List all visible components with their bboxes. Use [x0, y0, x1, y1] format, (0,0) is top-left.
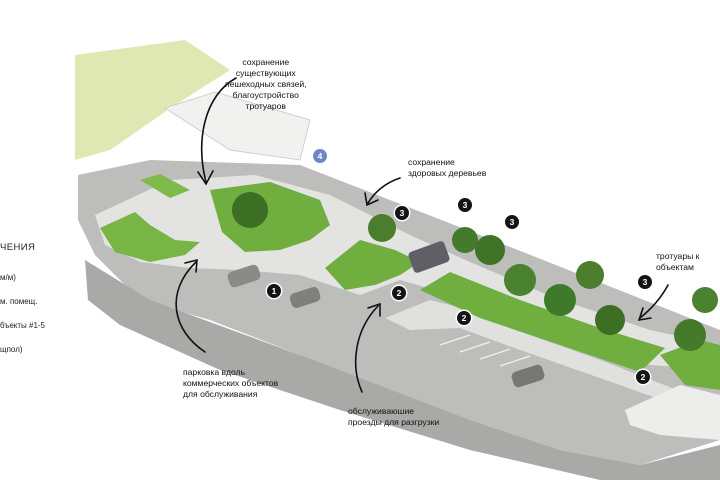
arrow-access — [639, 284, 669, 319]
callout-line: сохранение — [242, 57, 290, 67]
callout-arrows — [175, 77, 669, 393]
car — [227, 264, 261, 288]
marker-2: 2 — [392, 286, 406, 300]
tree — [232, 192, 268, 228]
corner-plaza — [625, 385, 720, 440]
vehicles — [227, 241, 545, 388]
legend-title: ЧЕНИЯ — [0, 242, 36, 253]
building-roof — [163, 91, 311, 161]
trees — [232, 192, 718, 351]
callout-sidewalks: сохранение существующих пешеходных связе… — [225, 57, 307, 112]
tree — [692, 287, 718, 313]
marker-1: 1 — [267, 284, 281, 298]
tree — [368, 214, 396, 242]
van — [408, 241, 450, 273]
callout-line: для обслуживания — [183, 389, 258, 399]
tree — [544, 284, 576, 316]
tree — [576, 261, 604, 289]
marker-4: 4 — [313, 149, 327, 163]
tree — [595, 305, 625, 335]
tree — [504, 264, 536, 296]
lawn-middle — [325, 240, 420, 290]
callout-line: сохранение — [408, 157, 455, 167]
arrow-access-head — [637, 307, 652, 322]
marker-2: 2 — [636, 370, 650, 384]
callout-service-roads: обслуживаюшие проезды для разгрузки — [348, 406, 439, 428]
tree — [475, 235, 505, 265]
callout-trees: сохранение здоровых деревьев — [408, 157, 486, 179]
park-area — [75, 40, 230, 160]
arrow-service — [355, 305, 379, 393]
callout-parking: парковка вдоль коммерческих объектов для… — [183, 367, 278, 400]
arrow-parking — [175, 261, 206, 353]
legend-item: щпол) — [0, 345, 23, 354]
lawn-east — [660, 340, 720, 390]
legend: ЧЕНИЯ м/м) м. помещ. бъекты #1-5 щпол) — [0, 0, 80, 480]
sidewalk-lower — [385, 300, 720, 415]
arrow-service-head — [367, 302, 381, 317]
callout-access-sidewalks: тротуары к объектам — [656, 251, 699, 273]
marker-2: 2 — [457, 311, 471, 325]
legend-item: м/м) — [0, 273, 16, 282]
arrow-sidewalks — [200, 77, 237, 183]
callout-line: проезды для разгрузки — [348, 417, 440, 427]
arrow-sidewalks-head — [197, 170, 214, 186]
lawn-small — [140, 174, 190, 198]
callout-line: парковка вдоль — [183, 367, 246, 377]
arrow-parking-head — [184, 258, 198, 273]
lawn-west — [100, 212, 200, 262]
marker-3: 3 — [638, 275, 652, 289]
arrow-trees-head — [364, 192, 379, 207]
callout-line: тротуары к — [656, 251, 700, 261]
tree — [452, 227, 478, 253]
callout-line: пешеходных связей, — [225, 79, 307, 89]
callout-line: благоустройство — [232, 90, 299, 100]
legend-item: м. помещ. — [0, 297, 38, 306]
callout-line: обслуживаюшие — [348, 406, 415, 416]
callout-line: коммерческих объектов — [183, 378, 279, 388]
callout-line: объектам — [656, 262, 694, 272]
marker-3: 3 — [458, 198, 472, 212]
callout-line: существующих — [235, 68, 296, 78]
parking-bays — [439, 334, 531, 367]
lawn-strip — [420, 272, 665, 372]
callout-line: здоровых деревьев — [408, 168, 487, 178]
marker-3: 3 — [505, 215, 519, 229]
marker-3: 3 — [395, 206, 409, 220]
car — [511, 364, 545, 388]
car — [289, 287, 321, 308]
tree — [674, 319, 706, 351]
callout-line: тротуаров — [245, 101, 286, 111]
arrow-trees — [367, 177, 401, 204]
legend-item: бъекты #1-5 — [0, 321, 46, 330]
